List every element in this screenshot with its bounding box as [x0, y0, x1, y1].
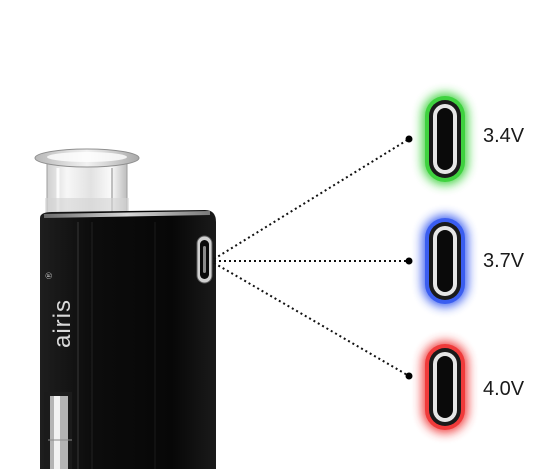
device-usb-port [196, 235, 213, 284]
device-body [40, 210, 216, 469]
glass-mouthpiece [34, 148, 140, 219]
voltage-label-low: 3.4V [483, 125, 525, 147]
connector-dot-middle [405, 257, 413, 265]
brand-logo: airis [49, 299, 76, 348]
voltage-label-medium: 3.7V [483, 250, 525, 272]
led-indicator-blue [422, 215, 468, 307]
connector-dot-bottom [405, 372, 413, 380]
led-indicator-red [422, 341, 468, 433]
connector-line-top [213, 138, 410, 260]
connector-lines [213, 138, 410, 377]
voltage-label-high: 4.0V [483, 378, 525, 400]
connector-dot-top [405, 135, 413, 143]
connector-endpoints [405, 135, 413, 380]
led-indicator-green [422, 93, 468, 185]
connector-line-bottom [213, 262, 410, 377]
brand-registered-mark: ® [44, 272, 54, 279]
